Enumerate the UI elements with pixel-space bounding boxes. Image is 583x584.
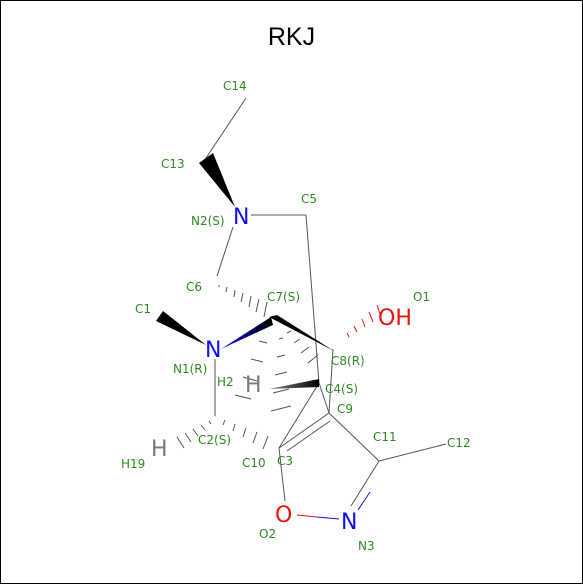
bond-n2-c6 xyxy=(216,226,234,277)
atom-o1: OH xyxy=(378,306,412,331)
label-c14: C14 xyxy=(223,79,247,93)
label-c9: C9 xyxy=(337,402,353,416)
atom-n3: N xyxy=(341,510,357,535)
hashed-bond-c8-o1 xyxy=(346,304,382,338)
label-c8: C8(R) xyxy=(331,354,365,368)
page-title: RKJ xyxy=(267,23,316,51)
label-o1: O1 xyxy=(413,290,430,304)
atom-h2: H xyxy=(245,373,262,398)
bond-n3-c11-b xyxy=(357,491,371,511)
bond-c9-c11 xyxy=(328,412,380,462)
label-c13: C13 xyxy=(161,157,185,171)
atom-n1: N xyxy=(205,338,221,363)
label-n2: N2(S) xyxy=(191,214,225,228)
label-h2: H2 xyxy=(217,375,234,389)
wedge-bond-c7-n1 xyxy=(221,317,273,349)
label-c6: C6 xyxy=(186,280,202,294)
label-c11: C11 xyxy=(373,430,397,444)
wedge-bond-c4-h2 xyxy=(269,379,319,389)
label-c10: C10 xyxy=(242,456,266,470)
bond-c10-c9-b xyxy=(286,420,331,452)
bond-c10-o2 xyxy=(278,447,286,502)
wedge-bond-c13-n2 xyxy=(199,153,235,207)
wedge-bond-c1-n1 xyxy=(156,311,206,345)
bond-o2-n3 xyxy=(296,514,318,518)
bond-c4-c9 xyxy=(318,382,330,414)
label-c1: C1 xyxy=(135,302,151,316)
bond-c4-c10 xyxy=(278,382,320,449)
bond-c10-c9-a xyxy=(278,412,330,449)
bond-n3-c11-a xyxy=(350,460,380,507)
bond-c5-c4 xyxy=(305,214,320,384)
atom-n2: N xyxy=(233,205,249,230)
label-h19: H19 xyxy=(121,457,145,471)
label-o2: O2 xyxy=(259,527,276,541)
bond-o2-n3-n xyxy=(316,516,340,520)
bond-c8-c9 xyxy=(328,348,334,414)
wedge-bond-c7-c8 xyxy=(269,315,334,351)
label-c7: C7(S) xyxy=(267,290,300,304)
label-c4: C4(S) xyxy=(325,382,358,396)
bond-c14-c13 xyxy=(205,97,247,159)
atom-labels: C14 C13 N2(S) C5 C6 C7(S) C1 O1 N1(R) C8… xyxy=(121,79,471,553)
atom-h19: H xyxy=(151,437,168,462)
hashed-bonds xyxy=(218,285,319,450)
label-c5: C5 xyxy=(301,192,317,206)
hashed-bond-c2-h19 xyxy=(176,420,212,449)
bond-lines xyxy=(205,97,447,502)
bond-c11-c12 xyxy=(378,443,447,462)
label-c3: C3 xyxy=(277,454,293,468)
label-n3: N3 xyxy=(358,539,375,553)
atom-o2: O xyxy=(275,503,292,528)
label-c2: C2(S) xyxy=(198,433,231,447)
label-n1: N1(R) xyxy=(173,362,207,376)
label-c12: C12 xyxy=(447,436,471,450)
